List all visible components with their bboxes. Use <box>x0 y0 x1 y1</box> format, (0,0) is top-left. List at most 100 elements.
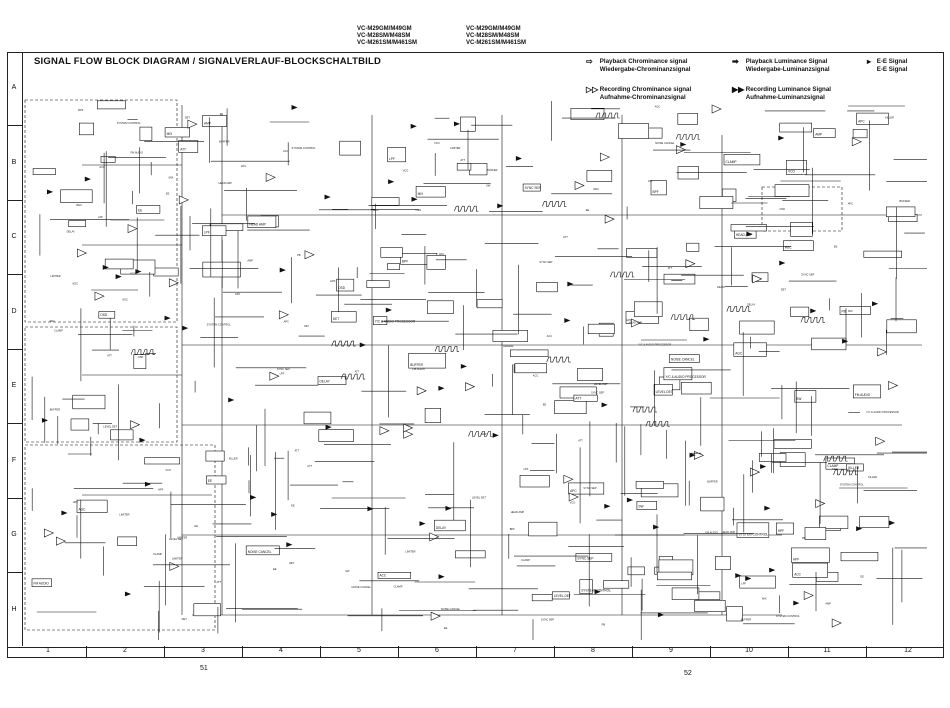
circuit-block <box>522 183 541 192</box>
schematic-annotation: ATT <box>563 235 568 239</box>
circuit-block-label: ACC <box>380 573 387 577</box>
schematic-annotation: CLAMP <box>153 552 162 556</box>
col-label-6: 6 <box>435 647 439 654</box>
signal-arrow <box>46 189 54 195</box>
signal-arrow <box>764 505 771 511</box>
amplifier-symbol <box>127 224 138 234</box>
signal-arrow <box>367 506 374 512</box>
signal-arrow <box>102 264 109 270</box>
schematic-annotation: MIX <box>762 597 767 601</box>
schematic-annotation: CLAMP <box>54 329 63 333</box>
circuit-block-label: HPF <box>793 558 799 562</box>
circuit-block <box>669 354 700 363</box>
signal-arrow <box>492 432 499 438</box>
circuit-block-label: LPF <box>204 231 210 235</box>
schematic-annotation: ATT <box>107 353 112 357</box>
schematic-annotation: SW <box>345 569 350 573</box>
schematic-annotation: LIMITER <box>177 536 187 540</box>
legend-label: Playback Chrominance signal <box>599 58 688 65</box>
circuit-block-label: SW <box>638 505 643 509</box>
amplifier-symbol <box>694 450 705 460</box>
circuit-block-label: HEAD AMP <box>249 223 265 227</box>
legend-ee-signal: ▸ E-E Signal E-E Signal <box>867 58 907 73</box>
schematic-annotation: BUFFER <box>741 618 752 622</box>
circuit-block <box>70 418 90 431</box>
circuit-block <box>245 545 280 556</box>
circuit-block <box>653 383 673 396</box>
circuit-block-label: VCO <box>788 170 795 174</box>
schematic-annotation: EE <box>291 503 295 507</box>
model-list-left: VC-M29GM/M49GM VC-M28SM/M48SM VC-M261SM/… <box>357 26 417 47</box>
signal-arrow <box>228 397 235 403</box>
solid-double-arrow-icon: ▶▶ <box>732 85 745 94</box>
amplifier-symbol <box>676 145 687 155</box>
schematic-annotation: VCO <box>434 141 440 145</box>
schematic-annotation: AGC <box>373 208 379 212</box>
circuit-block <box>424 407 442 423</box>
circuit-block <box>791 547 830 563</box>
waveform-thumbnail <box>331 340 356 347</box>
schematic-annotation: EE <box>166 191 170 195</box>
circuit-block <box>380 247 403 258</box>
amplifier-symbol <box>94 291 105 301</box>
circuit-block <box>852 129 868 139</box>
schematic-annotation: SYNC SEP <box>277 367 290 371</box>
circuit-block-label: SYNC SEP <box>577 556 593 560</box>
circuit-block-label: LEVEL DET <box>656 390 673 394</box>
signal-arrow <box>61 510 68 516</box>
schematic-annotation: HPF <box>235 292 241 296</box>
schematic-annotation: CLAMP <box>394 584 403 588</box>
row-label-a: A <box>11 84 17 91</box>
col-label-5: 5 <box>357 647 361 654</box>
signal-arrow <box>515 156 522 161</box>
amplifier-symbol <box>430 611 441 621</box>
schematic-annotation: OSD <box>416 208 422 212</box>
circuit-block <box>426 255 446 270</box>
signal-arrow <box>291 104 298 110</box>
schematic-annotation: HEAD AMP <box>722 530 736 534</box>
circuit-block-label: DELAY <box>320 380 331 384</box>
amplifier-symbol <box>168 278 179 288</box>
col-label-8: 8 <box>591 647 595 654</box>
circuit-block-label: APC <box>858 120 865 124</box>
legend-label-de: Wiedergabe-Luminanzsignal <box>745 65 830 73</box>
circuit-block <box>97 100 126 110</box>
amplifier-symbol <box>831 618 842 628</box>
col-label-11: 11 <box>823 647 831 654</box>
legend-playback-luma: ➡ Playback Luminance Signal Wiedergabe-L… <box>732 58 830 73</box>
circuit-block <box>804 527 827 540</box>
schematic-annotation: Y/C & AUDIO PROCESSOR <box>866 410 899 414</box>
circuit-block <box>774 184 810 197</box>
schematic-annotation: BPF <box>78 108 83 112</box>
circuit-block-label: OSD <box>338 286 346 290</box>
circuit-block-label: REC <box>785 246 792 250</box>
signal-arrow <box>888 520 896 526</box>
amplifier-symbol <box>269 371 280 381</box>
row-label-g: G <box>11 531 17 538</box>
circuit-block <box>372 316 388 325</box>
schematic-annotation: EE <box>834 245 838 249</box>
schematic-annotation: HPF <box>626 318 632 322</box>
row-label-h: H <box>11 606 17 613</box>
circuit-block-label: CLAMP <box>726 160 737 164</box>
schematic-annotation: LIMITER <box>405 549 415 553</box>
schematic-annotation: LPF <box>98 215 103 219</box>
circuit-block <box>202 261 241 278</box>
col-label-7: 7 <box>513 647 517 654</box>
circuit-block <box>627 566 645 576</box>
circuit-block <box>68 220 86 227</box>
schematic-annotation: ATT <box>307 464 312 468</box>
signal-arrow <box>793 600 800 606</box>
circuit-block <box>371 197 400 206</box>
circuit-block <box>656 571 692 581</box>
signal-arrow <box>653 524 660 530</box>
circuit-block <box>783 240 814 251</box>
circuit-block-label: OSD <box>100 313 108 317</box>
amplifier-symbol <box>563 474 574 484</box>
circuit-block <box>852 384 881 399</box>
circuit-block <box>794 390 817 403</box>
amplifier-symbol <box>278 310 290 320</box>
signal-arrow <box>445 505 452 511</box>
schematic-annotation: DET <box>185 116 191 120</box>
schematic-annotation: SYNC SEP <box>583 486 596 490</box>
